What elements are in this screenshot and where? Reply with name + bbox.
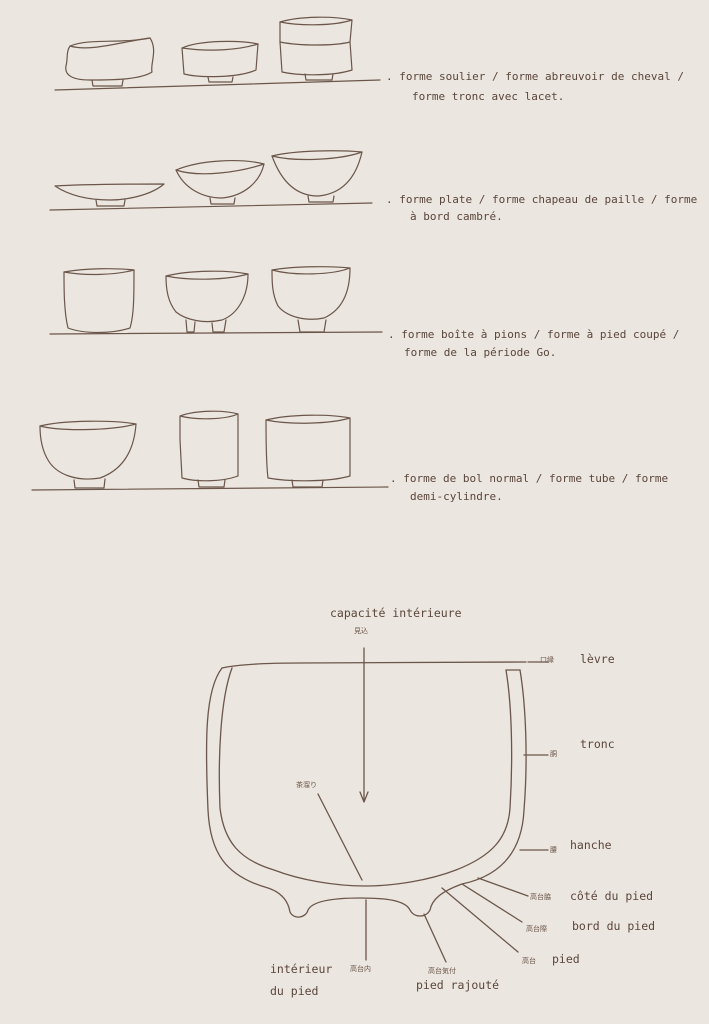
pied-jp: 高台: [522, 957, 536, 965]
row-2-caption-line-2: à bord cambré.: [410, 210, 503, 223]
row-1-bowls: [54, 16, 381, 91]
bowl-normal-shape: [39, 420, 137, 489]
shelf-line-4: [31, 486, 389, 491]
cote-pied-jp: 高台脇: [530, 893, 551, 901]
row-2-bowls: [49, 150, 373, 211]
row-3-bowls: [49, 266, 383, 335]
bowl-half-cylinder-shape: [265, 414, 351, 488]
leader-cote-pied: [477, 877, 529, 897]
cote-pied-label: côté du pied: [570, 889, 654, 903]
bowl-tied-trunk-shape: [279, 16, 353, 81]
interieur-pied-label-2: du pied: [270, 984, 319, 998]
pied-rajoute-jp: 高台気付: [428, 967, 456, 975]
bowl-pawn-box-shape: [63, 268, 135, 334]
leader-pied-rajoute: [423, 913, 447, 963]
row-3-caption-line-1: . forme boîte à pions / forme à pied cou…: [388, 328, 680, 341]
chadamari-jp: 茶溜り: [296, 781, 317, 789]
bowl-cut-foot-shape: [165, 270, 249, 333]
hanche-jp: 腰: [550, 846, 557, 854]
bowl-outer-profile: [205, 667, 527, 918]
bowl-curved-rim-shape: [271, 150, 363, 203]
bord-pied-jp: 高台際: [526, 925, 547, 933]
bowl-tube-shape: [179, 410, 239, 488]
shelf-line-2: [49, 202, 373, 211]
row-4-caption-line-2: demi-cylindre.: [410, 490, 503, 503]
leader-pied: [441, 887, 519, 953]
bowl-rim: [221, 661, 527, 669]
pied-rajoute-label: pied rajouté: [416, 978, 500, 992]
bowl-shoe-shape: [65, 37, 155, 87]
row-2-caption-line-1: . forme plate / forme chapeau de paille …: [386, 193, 698, 206]
leader-bord-pied: [461, 883, 523, 923]
bowl-straw-hat-shape: [175, 160, 265, 205]
tronc-label: tronc: [580, 737, 615, 751]
row-3-caption-line-2: forme de la période Go.: [404, 346, 557, 359]
bowl-go-period-shape: [271, 266, 351, 333]
row-4-caption-line-1: . forme de bol normal / forme tube / for…: [390, 472, 669, 485]
shelf-line-3: [49, 331, 383, 335]
row-1-caption-line-2: forme tronc avec lacet.: [412, 90, 565, 103]
tronc-jp: 胴: [550, 750, 557, 758]
capacity-arrowhead: [359, 791, 369, 803]
shelf-line-1: [54, 79, 381, 91]
capacity-jp: 見込: [354, 627, 368, 635]
leader-chadamari: [317, 793, 363, 881]
row-1-caption-line-1: . forme soulier / forme abreuvoir de che…: [386, 70, 685, 83]
levre-label: lèvre: [580, 652, 615, 666]
capacity-label: capacité intérieure: [330, 606, 462, 620]
row-4-bowls: [31, 410, 389, 491]
bord-pied-label: bord du pied: [572, 919, 656, 933]
hanche-label: hanche: [570, 838, 612, 852]
bowl-inner-profile: [218, 667, 513, 887]
bowl-cross-section: [205, 647, 549, 963]
pied-label: pied: [552, 952, 580, 966]
interieur-pied-jp: 高台内: [350, 965, 371, 973]
bowl-horse-trough-shape: [181, 40, 259, 83]
interieur-pied-label-1: intérieur: [270, 962, 333, 976]
levre-jp: 口縁: [540, 656, 554, 664]
bowl-flat-shape: [54, 183, 165, 207]
